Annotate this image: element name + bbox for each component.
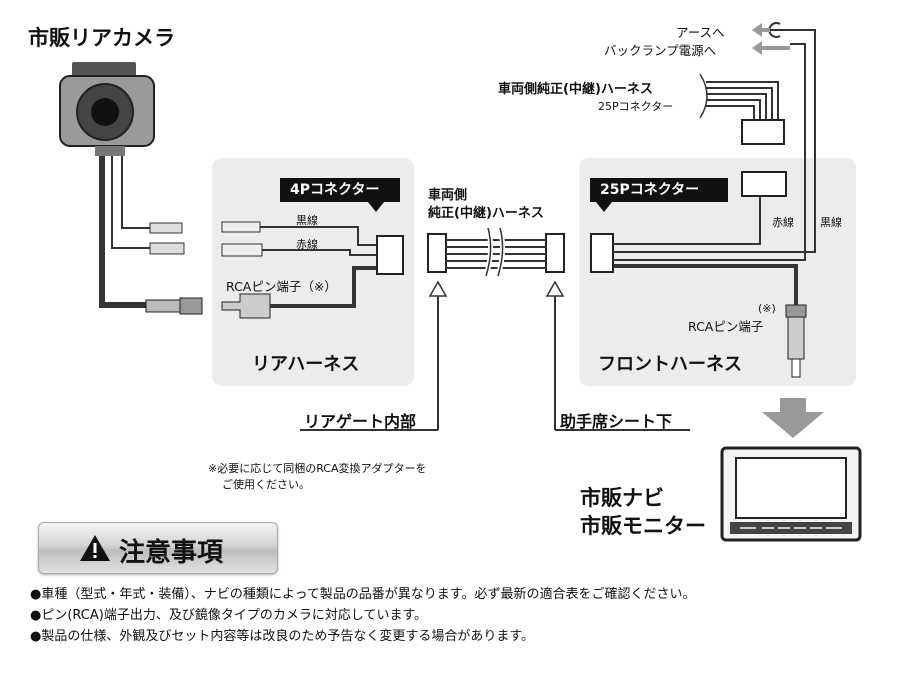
middle-label-1: 車両側 <box>428 188 468 203</box>
vehicle-connector-label: 25Pコネクター <box>598 100 674 113</box>
front-rca-note: (※) <box>758 302 776 315</box>
adapter-note-2: ご使用ください。 <box>222 478 310 491</box>
front-connector-tag: 25Pコネクター <box>590 178 728 212</box>
caution-item: ●車種（型式・年式・装備）、ナビの種類によって製品の品番が異なります。必ず最新の… <box>30 587 696 602</box>
earth-label: アースへ <box>676 25 725 40</box>
seat-label: 助手席シート下 <box>560 412 673 431</box>
caution-title: 注意事項 <box>119 538 224 568</box>
rear-black-wire-label: 黒線 <box>296 214 318 227</box>
rear-rca-label: RCAピン端子（※） <box>226 279 337 294</box>
front-harness-name: フロントハーネス <box>598 354 742 375</box>
navi-label-1: 市販ナビ <box>580 486 664 510</box>
caution-item: ●ピン(RCA)端子出力、及び鏡像タイプのカメラに対応しています。 <box>30 608 428 623</box>
navi-label-2: 市販モニター <box>580 514 706 538</box>
tailgate-label: リアゲート内部 <box>304 412 417 431</box>
front-red-wire-label: 赤線 <box>772 216 794 229</box>
rear-harness-name: リアハーネス <box>252 354 360 375</box>
backlamp-label: バックランプ電源へ <box>604 43 717 58</box>
caution-list: ●車種（型式・年式・装備）、ナビの種類によって製品の品番が異なります。必ず最新の… <box>30 584 696 647</box>
middle-label-2: 純正(中継)ハーネス <box>428 206 544 221</box>
adapter-note-1: ※必要に応じて同梱のRCA変換アダプターを <box>208 462 427 475</box>
rear-connector-tag: 4Pコネクター <box>280 178 400 212</box>
caution-item: ●製品の仕様、外観及びセット内容等は改良のため予告なく変更する場合があります。 <box>30 629 535 644</box>
rear-red-wire-label: 赤線 <box>296 238 318 251</box>
vehicle-harness-label: 車両側純正(中継)ハーネス <box>498 82 653 97</box>
front-rca-label: RCAピン端子 <box>688 319 764 334</box>
camera-title: 市販リアカメラ <box>28 26 175 50</box>
front-black-wire-label: 黒線 <box>820 216 842 229</box>
caution-box: 注意事項 <box>38 522 278 574</box>
monitor-icon <box>720 446 862 542</box>
warning-icon <box>80 535 110 561</box>
rear-camera-icon <box>59 62 155 156</box>
